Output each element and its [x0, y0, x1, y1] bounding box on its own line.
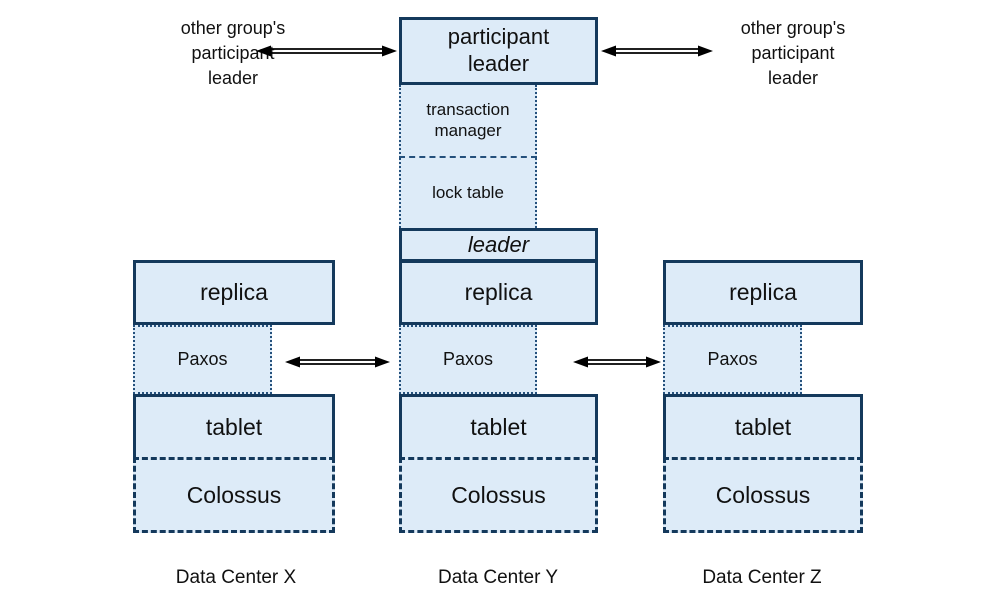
- replica-box-right: replica: [663, 260, 863, 325]
- tablet-box-center: tablet: [399, 394, 598, 457]
- colossus-box-left: Colossus: [133, 457, 335, 533]
- leader-replica-box: leader replica: [399, 228, 598, 325]
- paxos-box-right: Paxos: [663, 325, 802, 394]
- datacenter-label-z: Data Center Z: [702, 567, 822, 588]
- lock-table-box: lock table: [399, 158, 537, 228]
- paxos-box-center: Paxos: [399, 325, 537, 394]
- datacenter-label-x: Data Center X: [175, 567, 297, 588]
- replica-box-center: replica: [464, 279, 533, 306]
- replica-box-left: replica: [133, 260, 335, 325]
- double-arrow-top-left-icon: [256, 45, 397, 57]
- paxos-box-left: Paxos: [133, 325, 272, 394]
- leader-cell: leader: [402, 231, 595, 263]
- tablet-box-left: tablet: [133, 394, 335, 457]
- double-arrow-paxos-right-icon: [573, 356, 661, 368]
- other-group-note-left: other group's participant leader: [180, 18, 286, 88]
- colossus-box-right: Colossus: [663, 457, 863, 533]
- datacenter-label-y: Data Center Y: [437, 567, 559, 588]
- transaction-manager-box: transaction manager: [399, 85, 537, 158]
- double-arrow-paxos-left-icon: [285, 356, 390, 368]
- other-group-note-right: other group's participant leader: [740, 18, 846, 88]
- colossus-box-center: Colossus: [399, 457, 598, 533]
- participant-leader-box: participant leader: [399, 17, 598, 85]
- tablet-box-right: tablet: [663, 394, 863, 457]
- double-arrow-top-right-icon: [601, 45, 713, 57]
